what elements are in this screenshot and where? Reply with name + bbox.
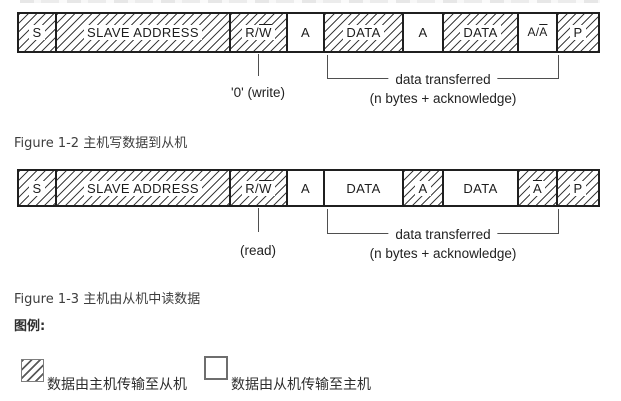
write-bracket-label-line1: data transferred — [388, 72, 498, 87]
write-bit-pointer-line — [258, 54, 259, 76]
stop-label: P — [570, 25, 586, 40]
cropped-content-artifact — [20, 0, 600, 3]
data-label: DATA — [460, 180, 501, 196]
data-segment: DATA — [444, 171, 519, 205]
i2c-read-sequence-bar: S SLAVE ADDRESS R/W A DATA A DATA A P — [17, 169, 600, 207]
start-segment: S — [19, 171, 57, 205]
ack-segment: A — [288, 171, 325, 205]
read-bracket-label-line1: data transferred — [388, 227, 498, 242]
data-segment: DATA — [444, 14, 519, 51]
ack-label: A — [297, 180, 314, 196]
slave-address-segment: SLAVE ADDRESS — [57, 14, 231, 51]
hatched-swatch-icon — [21, 359, 44, 382]
ack-nack-label: A/A — [524, 25, 551, 40]
nack-segment: A — [519, 171, 558, 205]
ack-segment: A — [404, 171, 444, 205]
data-label: DATA — [343, 180, 384, 196]
ack-nack-segment: A/A — [519, 14, 558, 51]
data-segment: DATA — [325, 14, 404, 51]
ack-label: A — [415, 180, 431, 196]
ack-label: A — [415, 25, 431, 40]
stop-label: P — [570, 180, 586, 196]
rw-bit-segment: R/W — [231, 171, 288, 205]
i2c-write-sequence-bar: S SLAVE ADDRESS R/W A DATA A DATA A/A P — [17, 12, 600, 53]
slave-address-segment: SLAVE ADDRESS — [57, 171, 231, 205]
read-bit-annotation: (read) — [239, 243, 277, 258]
stop-segment: P — [558, 171, 598, 205]
legend-heading: 图例: — [14, 319, 46, 334]
legend-label-master-to-slave: 数据由主机传输至从机 — [47, 377, 187, 393]
read-bit-pointer-line — [258, 208, 259, 232]
read-bracket-label-line2: (n bytes + acknowledge) — [369, 246, 517, 261]
nack-label: A — [529, 180, 546, 196]
write-bit-annotation: '0' (write) — [231, 85, 285, 100]
ack-segment: A — [404, 14, 444, 51]
write-bracket-label-line2: (n bytes + acknowledge) — [369, 91, 517, 106]
stop-segment: P — [558, 14, 598, 51]
data-label: DATA — [343, 25, 384, 40]
start-segment: S — [19, 14, 57, 51]
data-label: DATA — [460, 25, 501, 40]
data-segment: DATA — [325, 171, 404, 205]
rw-bit-label: R/W — [242, 180, 275, 196]
ack-label: A — [297, 25, 314, 40]
rw-bit-label: R/W — [242, 25, 275, 40]
rw-bit-segment: R/W — [231, 14, 288, 51]
legend-label-slave-to-master: 数据由从机传输至主机 — [231, 377, 371, 393]
slave-address-label: SLAVE ADDRESS — [84, 180, 202, 196]
start-label: S — [29, 25, 45, 40]
ack-segment: A — [288, 14, 325, 51]
figure-1-2-caption: Figure 1-2 主机写数据到从机 — [14, 136, 188, 151]
figure-1-3-caption: Figure 1-3 主机由从机中读数据 — [14, 292, 201, 307]
slave-address-label: SLAVE ADDRESS — [84, 25, 202, 40]
start-label: S — [29, 180, 45, 196]
plain-swatch-icon — [204, 356, 228, 380]
